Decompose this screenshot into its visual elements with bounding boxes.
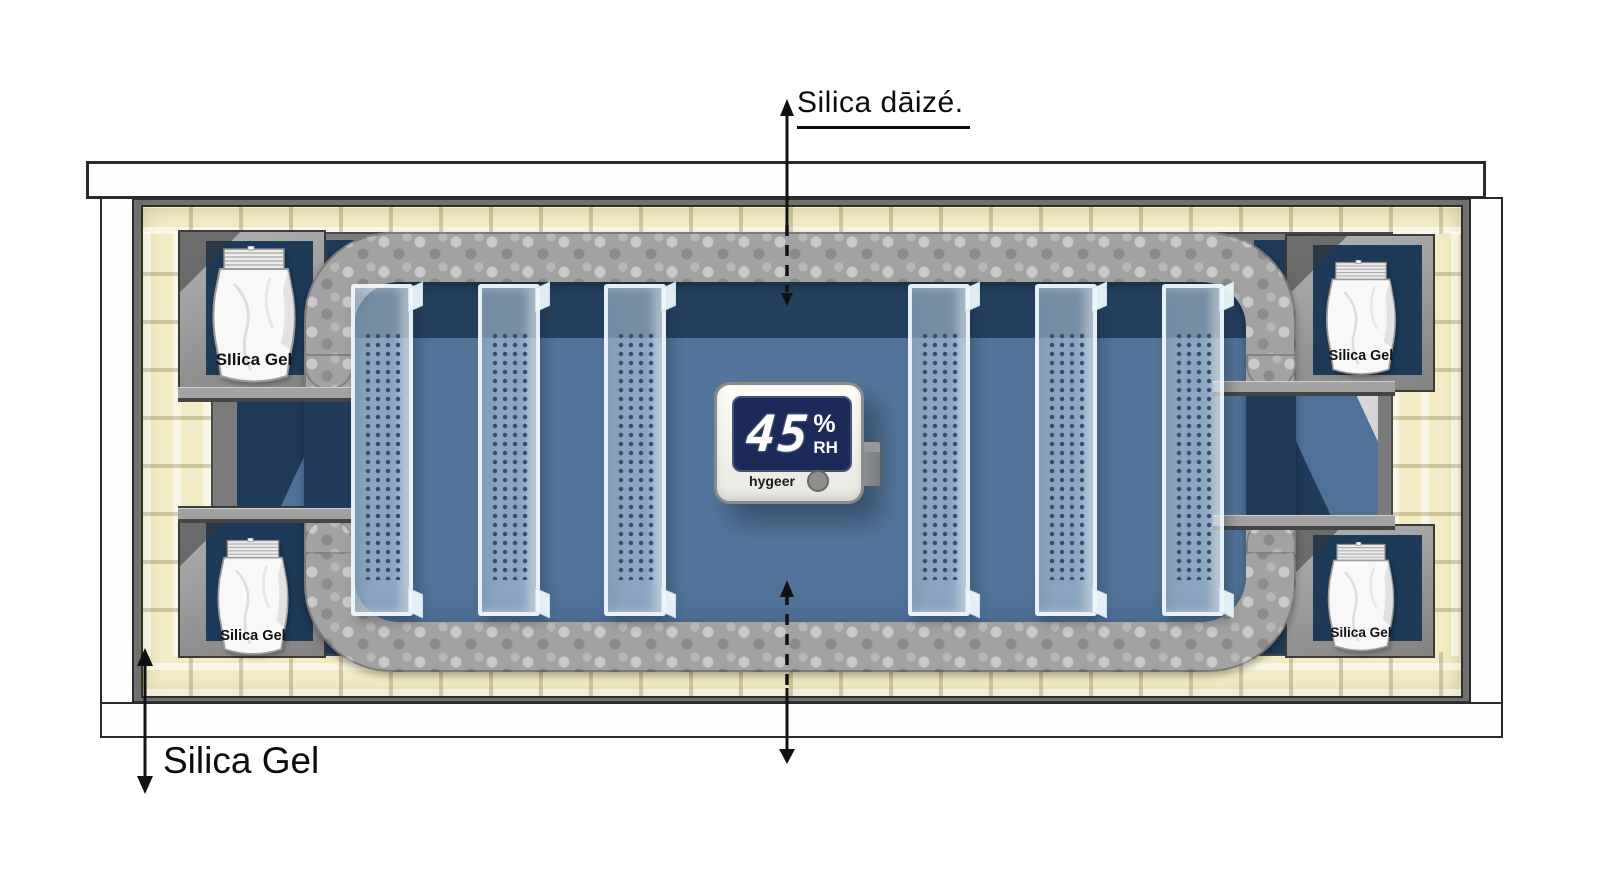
hygrometer: 45 % RH hygeer	[714, 382, 864, 504]
desiccant-panel-1	[351, 281, 423, 619]
percent-sign: %	[813, 410, 836, 438]
shelf-bottom-right	[1213, 515, 1395, 530]
box-left-frame	[100, 197, 134, 737]
shelf-bottom-left	[178, 508, 354, 523]
silica-gel-packet: Silica Gel	[217, 538, 289, 655]
arrow-up-icon	[780, 99, 794, 116]
rope-gap-right	[1246, 388, 1296, 520]
insulation-top	[143, 207, 1461, 234]
arrow-down-icon	[779, 749, 795, 764]
silica-gel-packet: SIlica Gel	[212, 246, 296, 383]
box-cavity: SIlica Gel Silica Gel	[178, 230, 1435, 672]
shelf-top-left	[178, 387, 354, 402]
hygrometer-display: 45 % RH	[732, 396, 852, 472]
desiccant-panel-4	[908, 281, 980, 619]
silica-gel-packet: Silica Gel	[1326, 260, 1396, 375]
title-label: Silica dāizé.	[797, 86, 970, 129]
gasket-rope-ring	[304, 232, 1296, 672]
rope-gap-left	[304, 388, 354, 520]
packet-label: Silica Gel	[220, 628, 285, 644]
packet-label: Silica Gel	[1330, 625, 1391, 640]
hygrometer-brand: hygeer	[749, 473, 795, 489]
hygrometer-button	[806, 470, 829, 492]
box-lid-bar	[86, 161, 1486, 199]
rh-unit: RH	[813, 438, 838, 457]
compartment-top-right: Silica Gel	[1285, 234, 1435, 392]
desiccant-panel-3	[604, 281, 676, 619]
perforation-dots	[921, 332, 959, 580]
arrow-down-icon	[137, 776, 153, 794]
packet-label: Silica Gel	[1329, 348, 1393, 364]
perforation-dots	[491, 332, 529, 580]
silica-gel-callout: Silica Gel	[163, 740, 319, 782]
desiccant-panel-6	[1162, 281, 1234, 619]
shelf-top-right	[1213, 381, 1395, 396]
desiccant-panel-2	[478, 281, 550, 619]
rope-end-cap	[304, 518, 354, 554]
perforation-dots	[1048, 332, 1086, 580]
perforation-dots	[364, 332, 402, 580]
compartment-top-left: SIlica Gel	[178, 230, 326, 392]
hygrometer-brand-row: hygeer	[717, 469, 861, 493]
compartment-bottom-right: Silica Gel	[1285, 524, 1435, 658]
title-text: Silica dāizé.	[797, 86, 964, 119]
perforation-dots	[617, 332, 655, 580]
humidity-value: 45	[744, 405, 813, 463]
humidity-units: % RH	[813, 410, 838, 457]
packet-label: SIlica Gel	[216, 350, 293, 369]
box-bottom-frame	[100, 702, 1503, 738]
box-right-frame	[1469, 197, 1503, 737]
silica-gel-packet: Silica Gel	[1327, 542, 1395, 652]
desiccant-panel-5	[1035, 281, 1107, 619]
silica-gel-callout-text: Silica Gel	[163, 740, 320, 781]
perforation-dots	[1175, 332, 1213, 580]
